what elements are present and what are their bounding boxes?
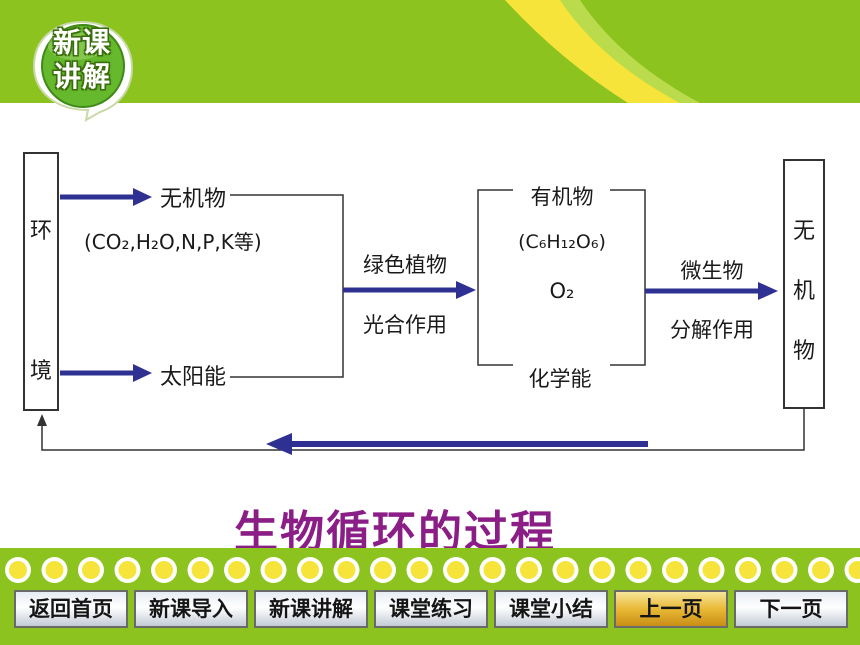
dot-inner xyxy=(155,561,173,579)
dot-inner xyxy=(629,561,648,579)
header-decoration xyxy=(505,0,700,103)
dot-inner xyxy=(118,561,137,579)
organic-bracket-left xyxy=(477,189,513,366)
left-bracket xyxy=(230,194,344,378)
organic-bracket-right xyxy=(610,189,646,366)
navigation-bar: 返回首页 新课导入 新课讲解 课堂练习 课堂小结 上一页 下一页 xyxy=(14,590,848,632)
environment-char-1: 环 xyxy=(30,219,52,244)
solar-label: 太阳能 xyxy=(160,365,226,390)
dot-inner xyxy=(812,561,830,579)
dot-inner xyxy=(666,561,684,579)
nav-lesson-button[interactable]: 新课讲解 xyxy=(254,590,368,628)
header-banner xyxy=(0,0,860,103)
oxygen-label: O₂ xyxy=(550,279,575,303)
dot-inner xyxy=(264,561,283,579)
inorganic-label: 无机物 xyxy=(160,187,226,212)
cycle-diagram: 环 境 无机物 (CO₂,H₂O,N,P,K等) 太阳能 绿色植物 光合作用 有… xyxy=(23,152,825,455)
nav-home-button[interactable]: 返回首页 xyxy=(14,590,128,628)
decorative-dots xyxy=(5,557,860,583)
return-arrow-blue-head xyxy=(266,433,292,455)
inorganic-formula: (CO₂,H₂O,N,P,K等) xyxy=(84,230,262,254)
inorganic-right-char-3: 物 xyxy=(793,339,815,364)
inorganic-right-char-2: 机 xyxy=(793,279,815,304)
dot-inner xyxy=(775,561,794,579)
dot-inner xyxy=(593,561,611,579)
nav-summary-button[interactable]: 课堂小结 xyxy=(494,590,608,628)
arrow-head-solar xyxy=(133,364,152,382)
chemical-energy-label: 化学能 xyxy=(529,367,592,391)
environment-char-2: 境 xyxy=(30,359,52,384)
dot-inner xyxy=(410,561,429,579)
environment-box xyxy=(23,152,59,411)
badge-text: 新课 讲解 xyxy=(52,26,111,93)
arrow-head-photosynthesis xyxy=(456,281,476,299)
nav-prev-button[interactable]: 上一页 xyxy=(614,590,728,628)
dot-inner xyxy=(447,561,465,579)
dot-inner xyxy=(82,561,100,579)
dot-inner xyxy=(520,561,538,579)
nav-next-button[interactable]: 下一页 xyxy=(734,590,848,628)
dot-inner xyxy=(191,561,210,579)
dot-inner xyxy=(374,561,392,579)
arrow-head-decomposition xyxy=(758,282,778,300)
return-arrow-head xyxy=(37,414,47,426)
return-path xyxy=(41,408,805,451)
dot-inner xyxy=(739,561,757,579)
inorganic-right-char-1: 无 xyxy=(793,219,815,244)
dot-inner xyxy=(848,561,860,579)
dot-inner xyxy=(483,561,502,579)
dot-inner xyxy=(45,561,64,579)
microbe-label: 微生物 xyxy=(681,259,744,283)
nav-practice-button[interactable]: 课堂练习 xyxy=(374,590,488,628)
arrow-head-inorganic xyxy=(133,188,152,206)
organic-label: 有机物 xyxy=(531,185,594,209)
dot-inner xyxy=(228,561,246,579)
dot-inner xyxy=(9,561,27,579)
lesson-badge-icon xyxy=(32,20,134,122)
dot-inner xyxy=(337,561,356,579)
nav-intro-button[interactable]: 新课导入 xyxy=(134,590,248,628)
dot-inner xyxy=(556,561,575,579)
organic-formula: (C₆H₁₂O₆) xyxy=(518,231,606,253)
dot-inner xyxy=(301,561,319,579)
decomposition-label: 分解作用 xyxy=(670,318,754,342)
plant-label: 绿色植物 xyxy=(363,253,447,277)
photosynthesis-label: 光合作用 xyxy=(363,313,447,337)
dot-inner xyxy=(702,561,721,579)
